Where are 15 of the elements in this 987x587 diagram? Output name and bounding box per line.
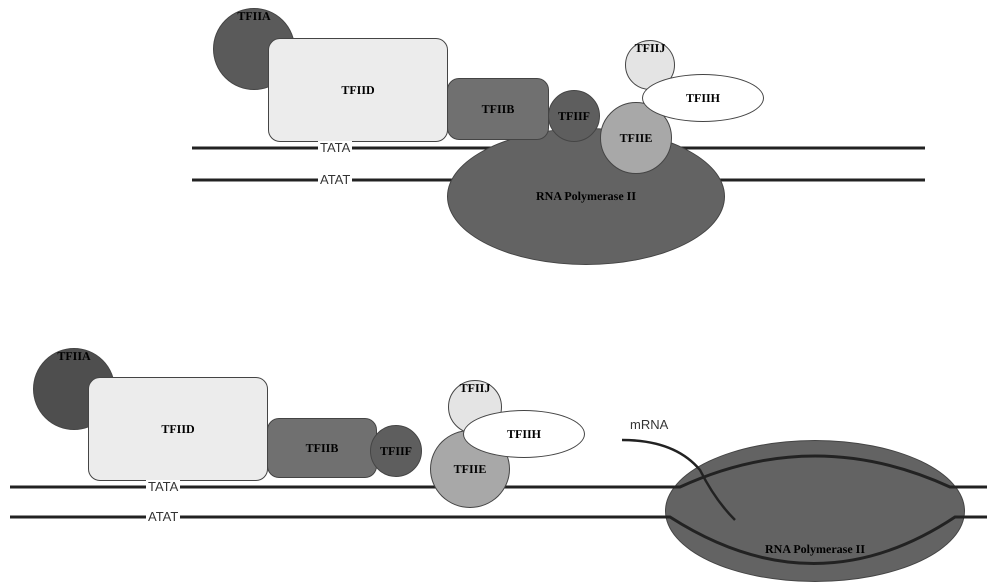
sequence-label: ATAT <box>318 173 352 187</box>
protein-circle: TFIIF <box>370 425 422 477</box>
polymerase-ellipse: RNA Polymerase II <box>665 440 965 582</box>
sequence-label: TATA <box>318 141 352 155</box>
sequence-label: mRNA <box>628 418 670 432</box>
protein-ellipse: TFIIH <box>463 410 585 458</box>
sequence-label: ATAT <box>146 510 180 524</box>
protein-box: TFIID <box>268 38 448 142</box>
protein-circle: TFIIF <box>548 90 600 142</box>
protein-box: TFIIB <box>447 78 549 140</box>
protein-box: TFIIB <box>267 418 377 478</box>
protein-circle: TFIIJ <box>625 40 675 90</box>
sequence-label: TATA <box>146 480 180 494</box>
protein-box: TFIID <box>88 377 268 481</box>
protein-ellipse: TFIIH <box>642 74 764 122</box>
